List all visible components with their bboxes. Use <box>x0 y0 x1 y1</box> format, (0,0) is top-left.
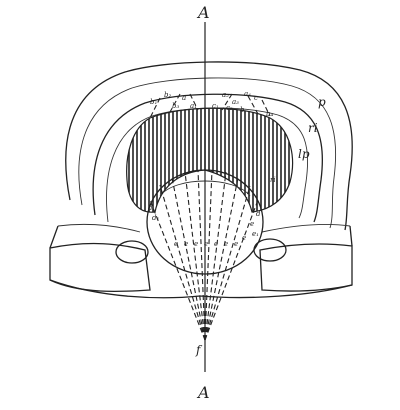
inner-ring-outer <box>92 93 324 223</box>
upper-mark: a₃ <box>232 98 239 106</box>
lower-mark: e <box>204 240 208 248</box>
hatched-lamina <box>126 107 294 213</box>
lower-marks: e e e e e e e e <box>174 234 246 248</box>
upper-mark: a₁ <box>190 102 197 110</box>
upper-mark: a₂ <box>222 91 229 99</box>
upper-mark: c₂ <box>226 104 233 112</box>
upper-mark: b₂ <box>164 91 171 99</box>
axis-bottom-label: A <box>196 383 210 402</box>
focus-label: f <box>195 343 203 357</box>
upper-mark: b₄ <box>266 110 273 118</box>
lower-mark: e <box>214 240 218 248</box>
side-mark: d <box>256 210 261 218</box>
lower-plate-upper-edge <box>57 223 351 233</box>
upper-mark: a <box>182 94 186 102</box>
upper-mark: b₃ <box>172 102 179 110</box>
side-mark: e₁ <box>252 230 259 238</box>
inner-layer-label: ri <box>308 121 318 135</box>
outer-shell-inner-line <box>78 77 337 229</box>
lower-base-line <box>49 279 353 299</box>
upper-ray-fan <box>149 93 271 119</box>
lower-mark: e <box>234 240 238 248</box>
lower-mark: e <box>224 240 228 248</box>
lower-plate-left-edge <box>49 225 353 249</box>
upper-mark: c₁ <box>212 102 219 110</box>
lower-mark: e <box>184 240 188 248</box>
side-mark: e <box>250 220 254 228</box>
ray-fan <box>149 169 259 341</box>
upper-mark: b <box>240 106 245 114</box>
outer-shell-outline <box>65 61 353 231</box>
lamina-label: lp <box>298 147 310 161</box>
upper-mark: a₄ <box>244 90 251 98</box>
inner-ring-inner <box>106 107 309 223</box>
left-lobe <box>115 240 149 264</box>
lower-mark: e <box>194 240 198 248</box>
upper-mark: c <box>254 94 258 102</box>
axis-top-label: A <box>196 3 210 22</box>
lower-plate-right <box>259 243 353 292</box>
upper-marks: b₁ b₂ b₃ a a₁ a₂ a₃ a₄ c c₁ c₂ b b₄ <box>150 90 273 118</box>
outer-layer-label: p <box>318 95 326 109</box>
lower-mark: e <box>174 240 178 248</box>
side-mark: d <box>148 204 153 212</box>
upper-mark: b₁ <box>150 98 157 106</box>
lower-mark: e <box>242 234 246 242</box>
side-mark: d₁ <box>152 214 159 222</box>
edge-mark-label: ri <box>270 176 276 184</box>
side-marks: d d₁ e e₁ d <box>148 204 261 238</box>
